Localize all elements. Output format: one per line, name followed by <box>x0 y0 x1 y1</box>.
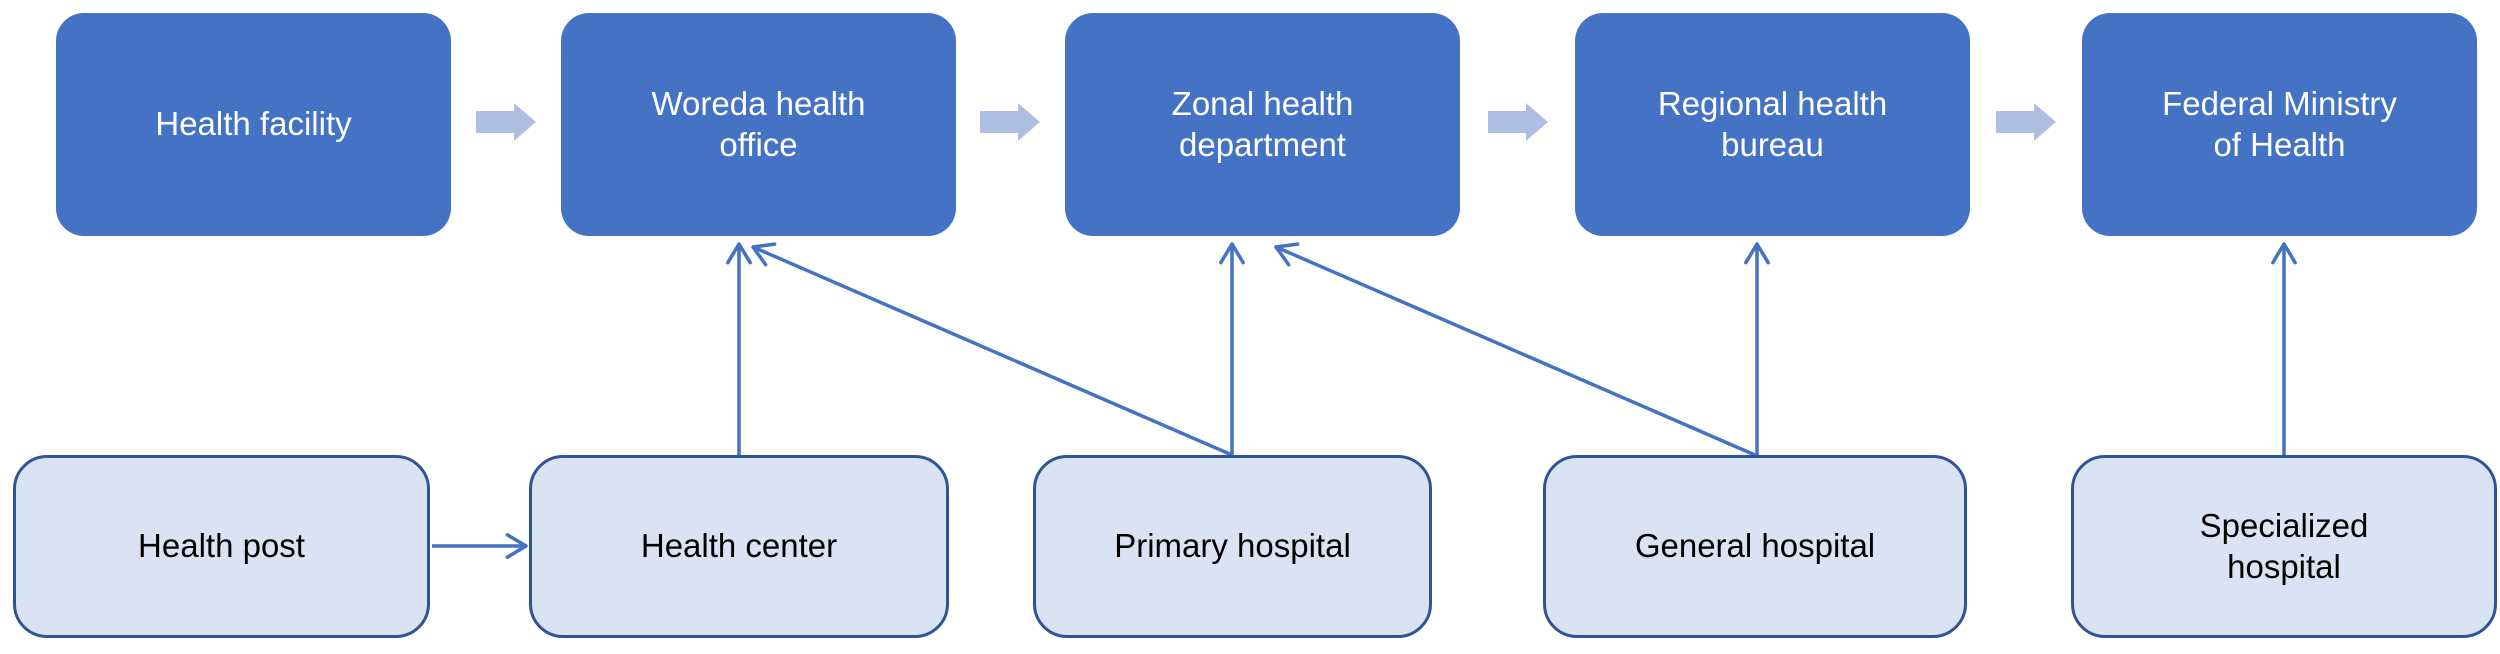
arrow-general-hospital-to-zonal-health-department <box>1274 242 1756 457</box>
box-general-hospital: General hospital <box>1543 455 1967 638</box>
box-health-post: Health post <box>13 455 430 638</box>
box-label: Health post <box>138 527 305 565</box>
box-label: Primary hospital <box>1114 527 1351 565</box>
block-arrow-zonal-to-regional <box>1488 103 1548 141</box>
box-label: Health facility <box>155 105 352 143</box>
box-primary-hospital: Primary hospital <box>1033 455 1432 638</box>
box-health-facility: Health facility <box>56 13 451 236</box>
block-arrow-health-facility-to-woreda <box>476 103 536 141</box>
box-label: Federal Ministry of Health <box>2162 84 2397 163</box>
box-zonal-health-department: Zonal health department <box>1065 13 1460 236</box>
box-health-center: Health center <box>529 455 949 638</box>
box-woreda-health-office: Woreda health office <box>561 13 956 236</box>
box-specialized-hospital: Specialized hospital <box>2071 455 2497 638</box>
block-arrow-regional-to-federal <box>1996 103 2056 141</box>
box-label: General hospital <box>1634 527 1876 565</box>
block-arrow-woreda-to-zonal <box>980 103 1040 141</box>
box-federal-ministry-of-health: Federal Ministry of Health <box>2082 13 2477 236</box>
box-label: Regional health bureau <box>1657 84 1888 163</box>
box-label: Specialized hospital <box>2199 506 2369 585</box>
box-label: Woreda health office <box>651 84 866 163</box>
box-label: Zonal health department <box>1171 84 1354 163</box>
box-label: Health center <box>640 527 838 565</box>
box-regional-health-bureau: Regional health bureau <box>1575 13 1970 236</box>
arrow-primary-hospital-to-woreda-health-office <box>751 242 1233 457</box>
